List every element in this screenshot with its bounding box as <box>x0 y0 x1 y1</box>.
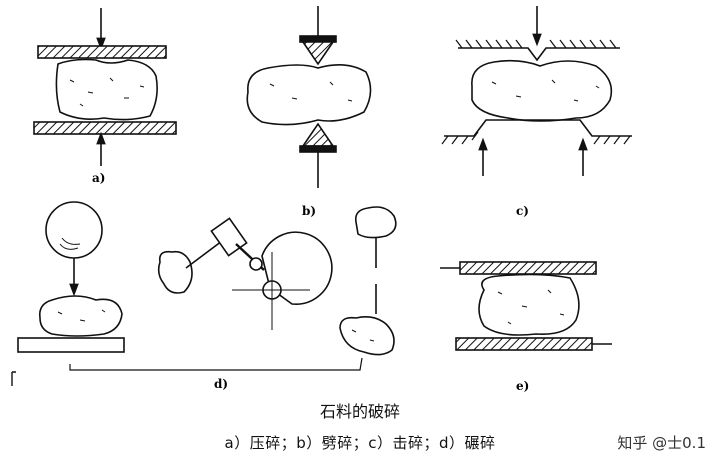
stone <box>339 316 395 356</box>
caption-title: 石料的破碎 <box>319 402 400 421</box>
panel-e-label: e) <box>516 379 529 393</box>
stone <box>246 64 372 126</box>
top-plate <box>459 261 597 275</box>
stone <box>157 250 193 294</box>
stone <box>478 273 580 336</box>
connector-line <box>69 357 363 371</box>
bottom-anvil <box>444 119 632 137</box>
panel-d-grinding-mechanism <box>157 217 333 330</box>
panel-c-label: c) <box>516 204 529 218</box>
caption-subtitle: a）压碎；b）劈碎；c）击碎；d）碾碎 <box>224 434 496 452</box>
panel-e-shear <box>440 261 612 351</box>
stone <box>55 58 158 121</box>
top-wedge <box>301 41 335 66</box>
stone <box>471 59 613 122</box>
top-surface <box>458 47 620 62</box>
bottom-plate <box>455 337 593 351</box>
falling-ball <box>45 201 103 259</box>
panel-b-label: b) <box>302 204 316 218</box>
watermark: 知乎 @士0.1 <box>617 434 706 452</box>
stone <box>354 206 397 239</box>
top-wedge-bar <box>299 35 337 43</box>
bottom-plate <box>33 121 177 135</box>
crushing-methods-figure: a) b) c) <box>11 6 632 393</box>
panel-a-label: a) <box>92 171 105 185</box>
stone <box>38 295 123 337</box>
panel-a-compression <box>33 8 177 166</box>
panel-d-label: d) <box>214 377 228 391</box>
panel-d-rolling <box>69 206 397 371</box>
bottom-wedge-bar <box>299 145 337 153</box>
top-plate <box>37 45 167 59</box>
bottom-wedge <box>301 122 335 147</box>
panel-c-impact <box>441 6 632 176</box>
panel-b-splitting <box>246 6 372 188</box>
panel-d-ball-impact <box>11 201 125 386</box>
base-plate <box>17 337 125 353</box>
